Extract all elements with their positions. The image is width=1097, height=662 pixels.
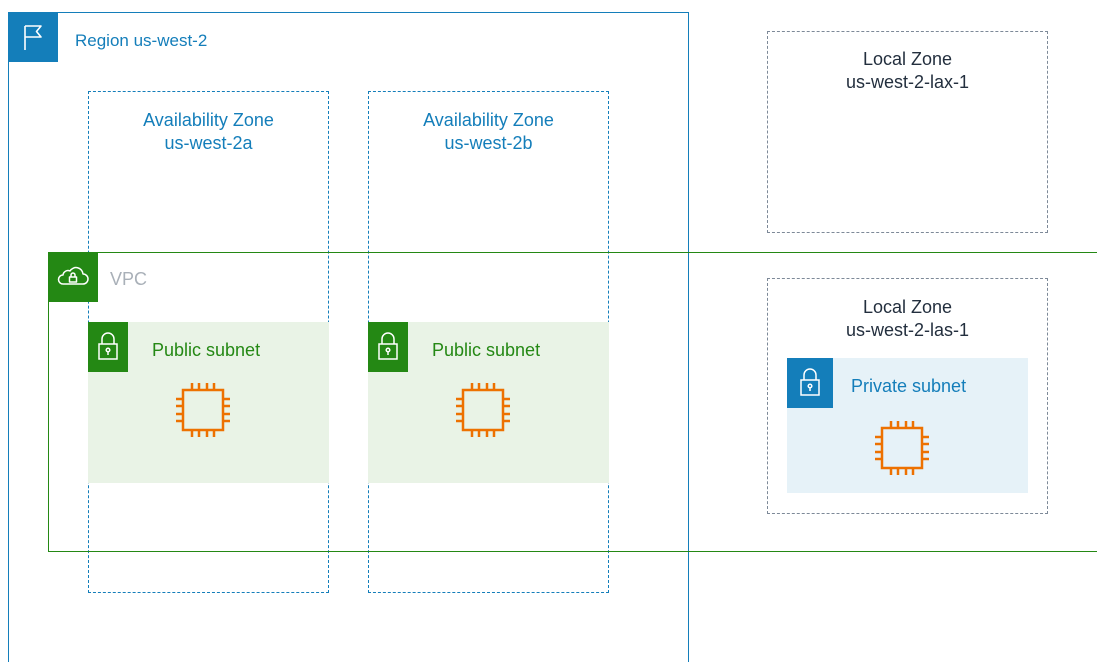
lock-icon <box>368 322 408 372</box>
local-zone-las-label: Local Zone us-west-2-las-1 <box>767 296 1048 342</box>
public-subnet-a-label: Public subnet <box>152 340 261 360</box>
public-subnet-a <box>88 322 329 483</box>
local-zone-lax-label: Local Zone us-west-2-lax-1 <box>767 48 1048 94</box>
local-zone-lax <box>767 31 1048 233</box>
ec2-instance-icon <box>448 375 518 445</box>
vpc-label: VPC <box>110 269 148 289</box>
cloud-lock-icon <box>48 252 98 302</box>
availability-zone-a-label: Availability Zone us-west-2a <box>88 109 329 155</box>
lock-icon <box>787 358 833 408</box>
availability-zone-a-title: Availability Zone <box>143 110 274 130</box>
lock-icon <box>88 322 128 372</box>
availability-zone-b-label: Availability Zone us-west-2b <box>368 109 609 155</box>
availability-zone-a-name: us-west-2a <box>164 133 253 153</box>
local-zone-las-name: us-west-2-las-1 <box>845 320 970 340</box>
region-label: Region us-west-2 <box>75 31 208 50</box>
ec2-instance-icon <box>168 375 238 445</box>
ec2-instance-icon <box>867 413 937 483</box>
public-subnet-b-label: Public subnet <box>432 340 541 360</box>
local-zone-lax-title: Local Zone <box>862 49 953 69</box>
private-subnet-label: Private subnet <box>851 376 967 396</box>
local-zone-las-title: Local Zone <box>862 297 953 317</box>
availability-zone-b-name: us-west-2b <box>444 133 533 153</box>
flag-icon <box>8 12 58 62</box>
availability-zone-b-title: Availability Zone <box>423 110 554 130</box>
local-zone-las <box>767 278 1048 514</box>
vpc-boundary <box>48 252 1097 552</box>
region-boundary <box>8 12 689 662</box>
public-subnet-b <box>368 322 609 483</box>
local-zone-lax-name: us-west-2-lax-1 <box>845 72 970 92</box>
